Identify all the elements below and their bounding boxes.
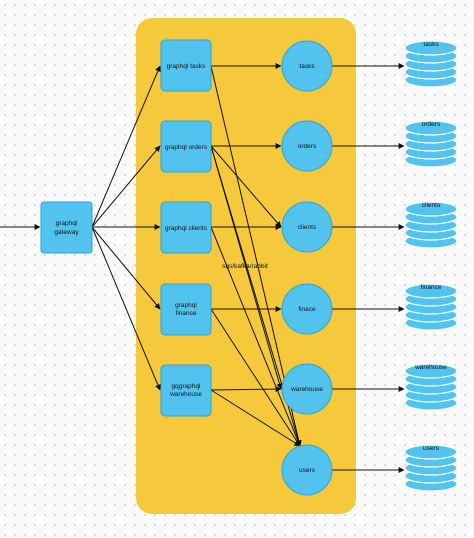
gateway-node[interactable]: graphql gateway — [40, 201, 93, 254]
database-disc — [404, 283, 458, 299]
service-orders-label: orders — [298, 143, 317, 150]
database-label: warehouse — [414, 364, 447, 371]
graphql-orders-node[interactable]: graphql orders — [160, 120, 212, 173]
service-orders-node[interactable]: orders — [281, 120, 333, 172]
edge-graphql-3-service-5 — [210, 308, 301, 447]
database-label: tasks — [423, 41, 439, 48]
database-finance-node[interactable]: finance — [404, 283, 458, 331]
database-disc — [404, 444, 458, 460]
edge-gateway-graphql-3 — [91, 226, 161, 310]
graphql-orders-label: graphql orders — [165, 144, 208, 151]
graphql-finance-label-line1: graphql — [175, 302, 197, 309]
edge-graphql-2-service-5 — [210, 226, 301, 447]
edge-graphql-1-service-2 — [210, 145, 282, 228]
graphql-warehouse-label-line1: gqgraphql — [172, 383, 201, 390]
database-disc — [404, 40, 458, 56]
graphql-tasks-label: graphql tasks — [167, 63, 206, 70]
service-clients-node[interactable]: clients — [281, 201, 333, 253]
databases-layer: tasks orders clients finance warehouse users — [404, 40, 458, 492]
database-users-node[interactable]: users — [404, 444, 458, 492]
database-warehouse-node[interactable]: warehouse — [404, 363, 458, 411]
database-label: users — [423, 445, 440, 452]
gateway-label-line1: graphql — [56, 220, 78, 227]
graphql-finance-node[interactable]: graphql finance — [160, 283, 212, 336]
database-tasks-node[interactable]: tasks — [404, 40, 458, 88]
database-label: finance — [421, 284, 442, 291]
database-disc — [404, 201, 458, 217]
database-clients-node[interactable]: clients — [404, 201, 458, 249]
message-bus-label: sqs/kafka/rabbit — [222, 263, 268, 270]
graphql-warehouse-node[interactable]: gqgraphql warehouse — [160, 364, 212, 417]
gateway-label-line2: gateway — [54, 229, 79, 236]
edge-gateway-graphql-0 — [91, 65, 161, 228]
service-finace-node[interactable]: finace — [281, 283, 333, 335]
edge-graphql-4-service-5 — [210, 389, 301, 447]
service-warehouse-label: warehouse — [290, 386, 323, 393]
graphql-warehouse-label-line2: warehouse — [169, 391, 202, 398]
database-label: orders — [422, 121, 441, 128]
graphql-tasks-node[interactable]: graphql tasks — [160, 39, 212, 92]
database-disc — [404, 120, 458, 136]
database-orders-node[interactable]: orders — [404, 120, 458, 168]
service-users-node[interactable]: users — [281, 444, 333, 496]
edge-graphql-4-service-4 — [210, 386, 282, 393]
service-tasks-node[interactable]: tasks — [281, 40, 333, 92]
service-finace-label: finace — [298, 306, 316, 313]
graphql-clients-node[interactable]: graphql clients — [160, 201, 212, 254]
service-tasks-label: tasks — [299, 63, 315, 70]
edge-gateway-graphql-4 — [91, 226, 161, 391]
service-clients-label: clients — [298, 224, 317, 231]
edge-gateway-graphql-1 — [91, 145, 161, 228]
service-users-label: users — [299, 467, 316, 474]
service-warehouse-node[interactable]: warehouse — [281, 363, 333, 415]
database-disc — [404, 363, 458, 379]
graphql-clients-label: graphql clients — [165, 225, 208, 232]
database-label: clients — [422, 202, 441, 209]
graphql-finance-label-line2: finance — [176, 310, 197, 317]
